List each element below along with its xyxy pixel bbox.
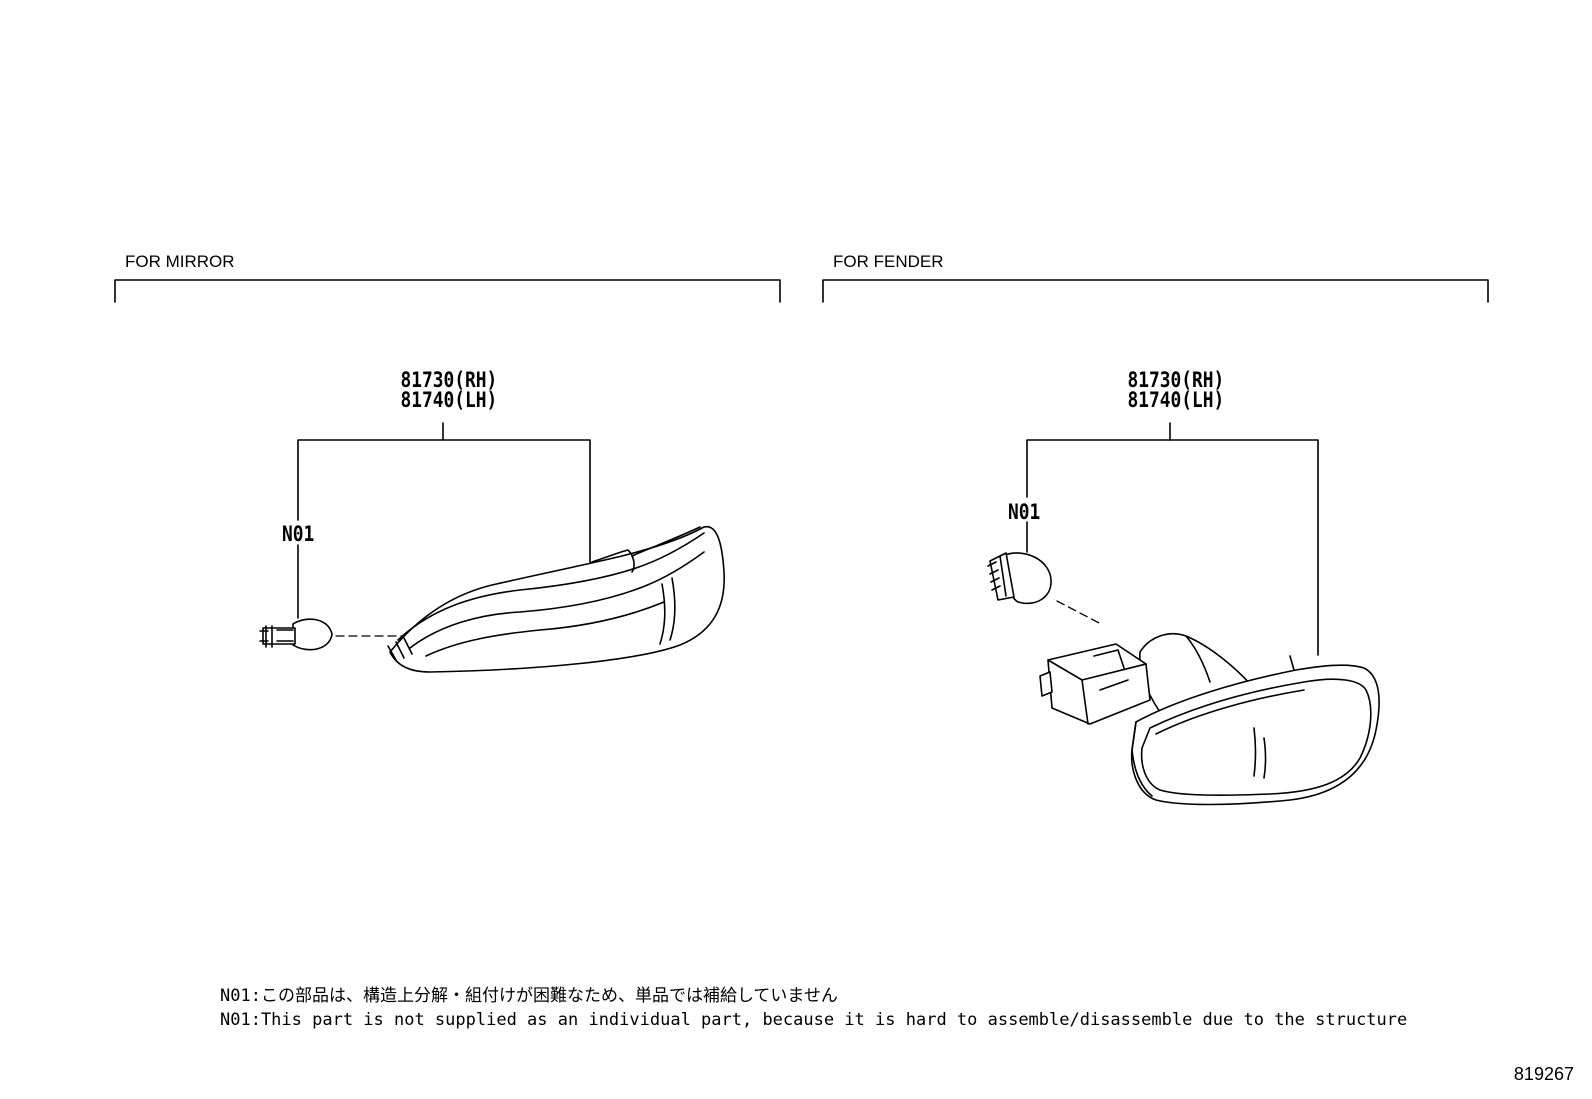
fender-section-bracket [822, 279, 1489, 303]
note-n01-japanese: N01:この部品は、構造上分解・組付けが困難なため、単品では補給していません [220, 986, 838, 1006]
mirror-callout-n01[interactable]: N01 [282, 522, 315, 546]
fender-side-marker-lamp-icon [1039, 632, 1380, 806]
mirror-part-number-lh[interactable]: 81740(LH) [400, 388, 498, 412]
fender-part-number-rh[interactable]: 81730(RH) [1127, 368, 1225, 392]
mirror-part-number-rh[interactable]: 81730(RH) [400, 368, 498, 392]
fender-leader-lines [1026, 422, 1319, 656]
mirror-section-title: FOR MIRROR [125, 252, 235, 271]
fender-bulb-icon [987, 552, 1052, 605]
mirror-leader-lines [297, 422, 591, 619]
mirror-bulb-icon [259, 618, 333, 651]
fender-part-number-lh[interactable]: 81740(LH) [1127, 388, 1225, 412]
mirror-section-bracket [114, 279, 781, 303]
fender-section-title: FOR FENDER [833, 252, 944, 271]
fender-assembly-dashed-line [1056, 600, 1104, 626]
diagram-code: 819267 [1513, 1064, 1574, 1084]
note-n01-english: N01:This part is not supplied as an indi… [220, 1010, 1408, 1030]
fender-callout-n01[interactable]: N01 [1008, 500, 1041, 524]
mirror-turn-signal-lamp-icon [387, 525, 725, 673]
